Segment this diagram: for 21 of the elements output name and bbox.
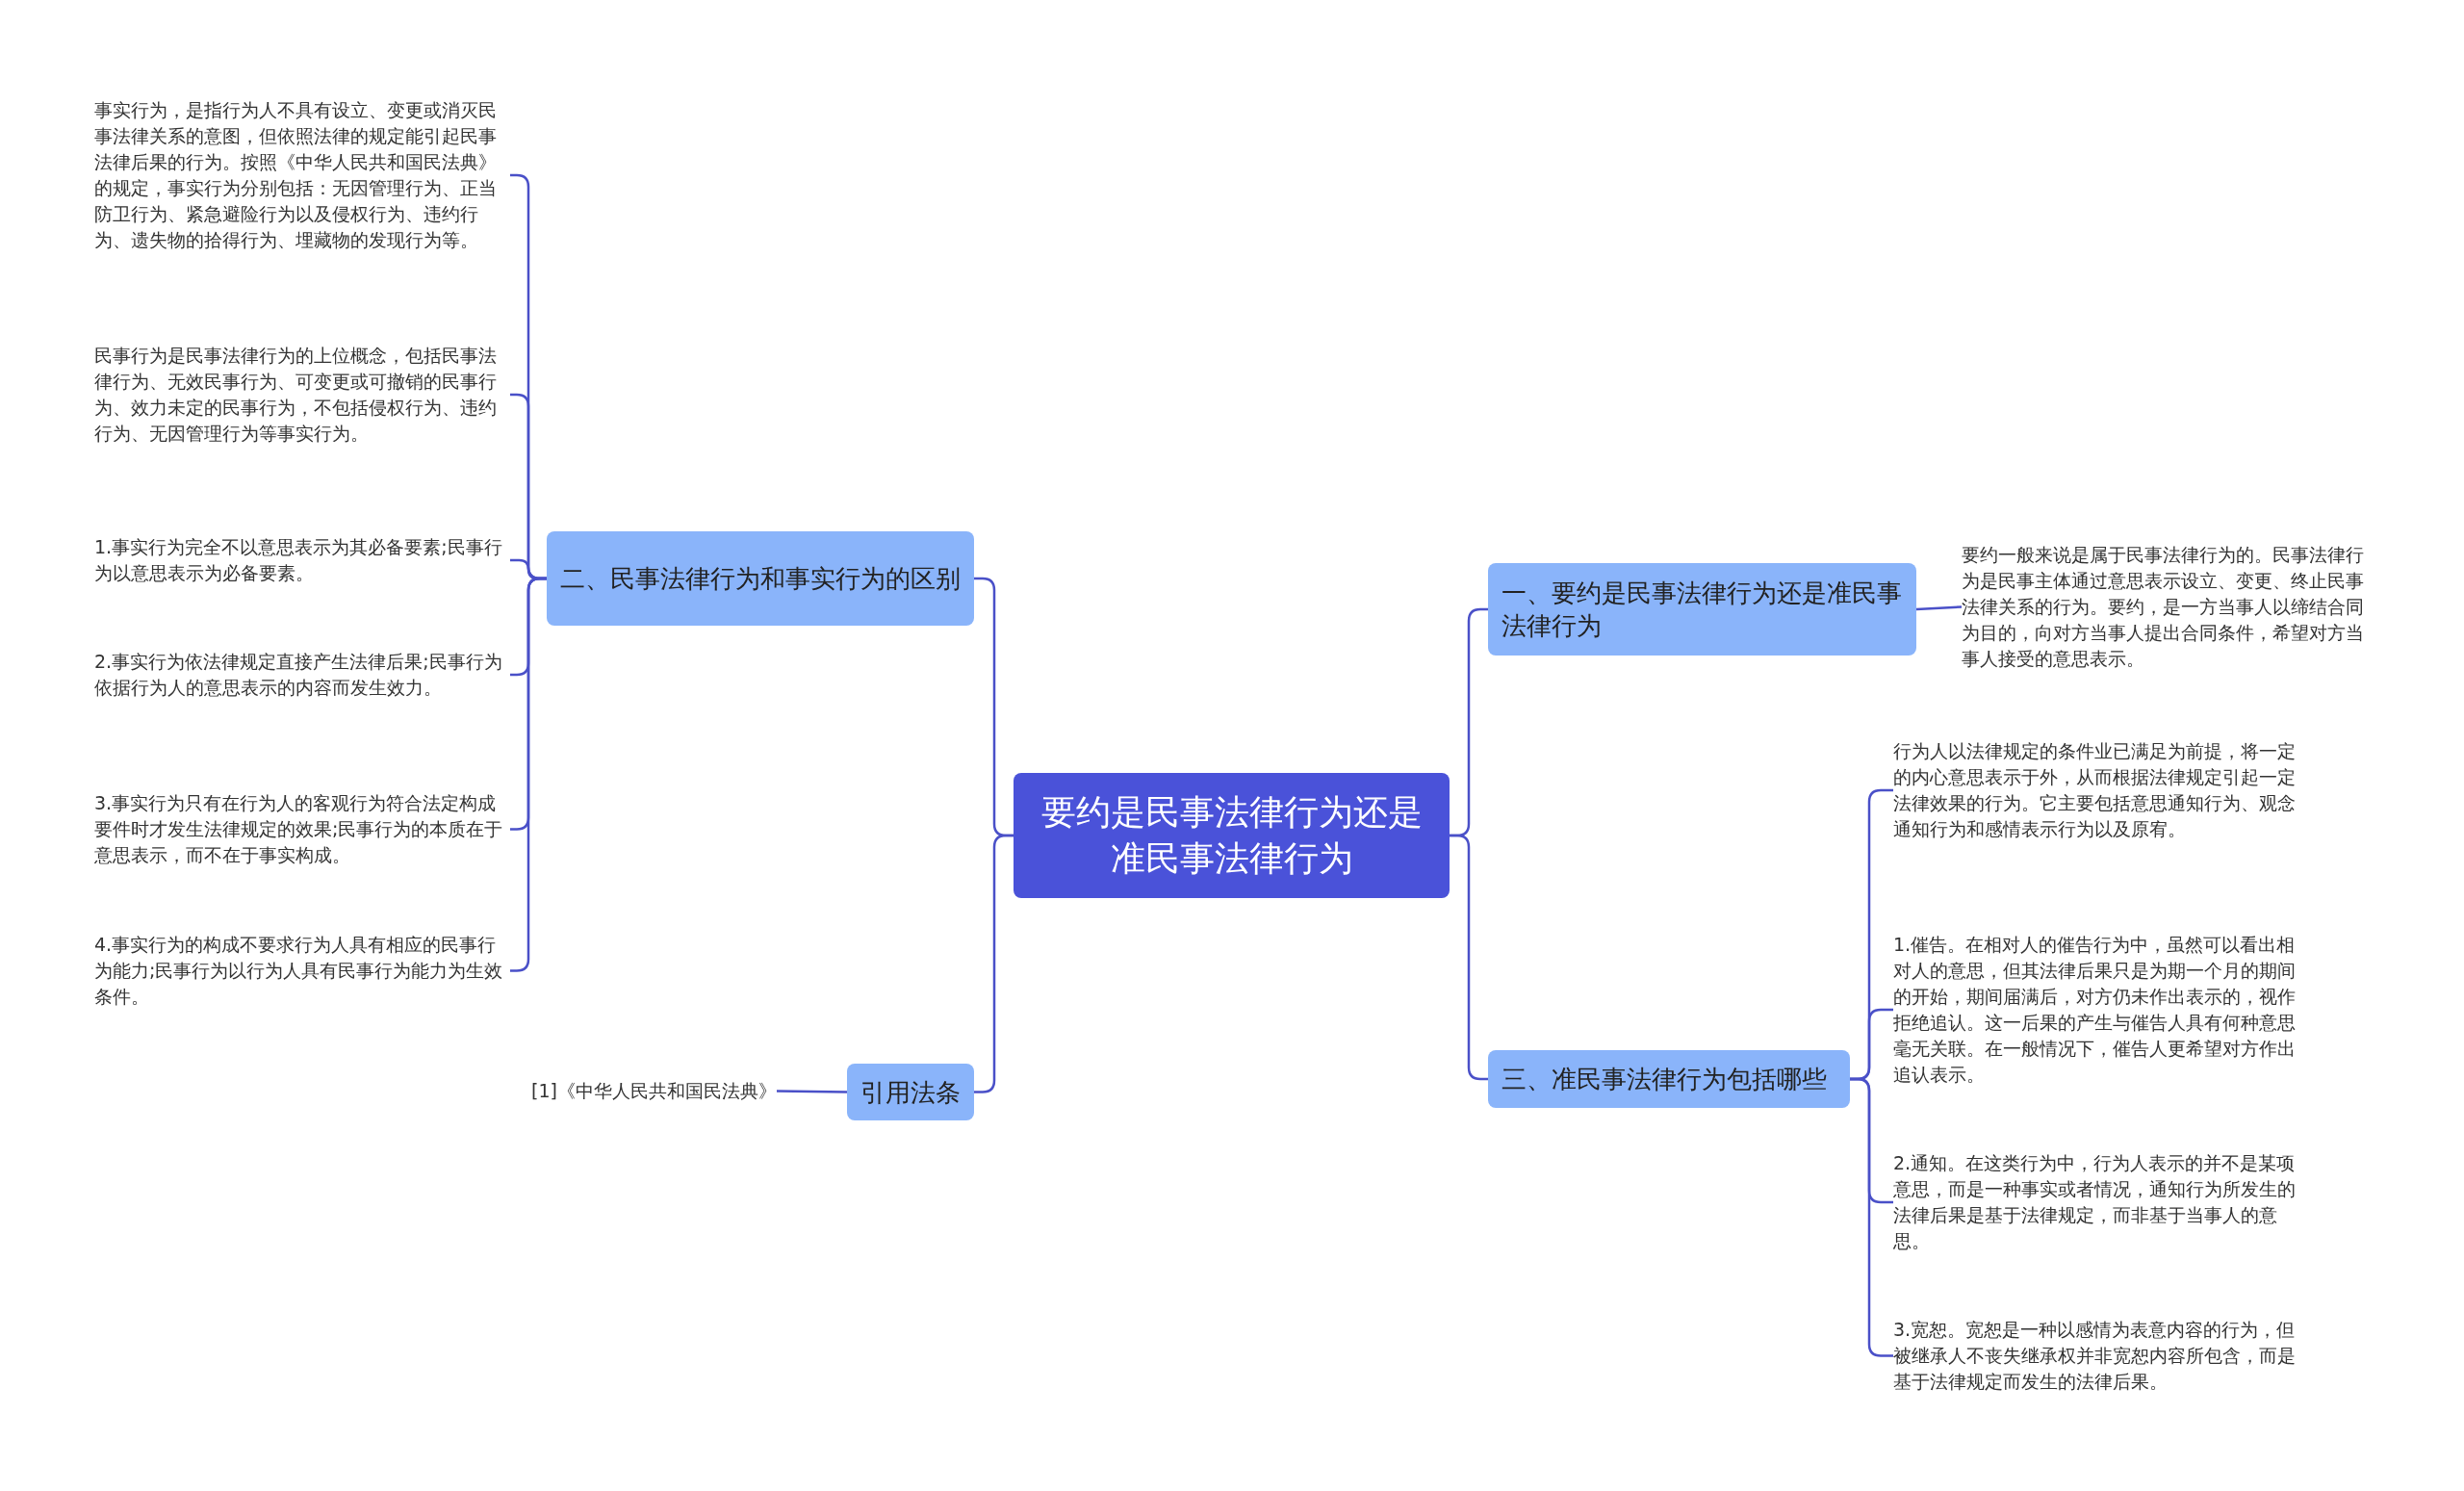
central-topic-box: 要约是民事法律行为还是准民事法律行为: [1014, 773, 1450, 898]
note-text: 1.事实行为完全不以意思表示为其必备要素;民事行为以意思表示为必备要素。: [94, 534, 510, 586]
note-text: 3.事实行为只有在行为人的客观行为符合法定构成要件时才发生法律规定的效果;民事行为的本质在于意思表示，而不在于事实构成。: [94, 790, 510, 868]
note-text: 2.通知。在这类行为中，行为人表示的并不是某项意思，而是一种事实或者情况，通知行为所发生的法律后果是基于法律规定，而非基于当事人的意思。: [1893, 1150, 2312, 1254]
connector-line: [1915, 605, 1963, 611]
note-text: 4.事实行为的构成不要求行为人具有相应的民事行为能力;民事行为以行为人具有民事行为能力为生效条件。: [94, 932, 510, 1010]
topic-box: 一、要约是民事法律行为还是准民事法律行为: [1488, 563, 1916, 656]
topic-box: 二、民事法律行为和事实行为的区别: [547, 531, 974, 626]
note-text: [1]《中华人民共和国民法典》: [531, 1078, 777, 1104]
topic-box: 三、准民事法律行为包括哪些: [1488, 1050, 1850, 1108]
note-text: 事实行为，是指行为人不具有设立、变更或消灭民事法律关系的意图，但依照法律的规定能引起民事法律后果的行为。按照《中华人民共和国民法典》的规定，事实行为分别包括：无因管理行为、正当防卫行为、紧急避险行为以及侵权行为、违约行为、遗失物的拾得行为、埋藏物的发现行为等。: [94, 97, 510, 253]
note-text: 1.催告。在相对人的催告行为中，虽然可以看出相对人的意思，但其法律后果只是为期一个月的期间的开始，期间届满后，对方仍未作出表示的，视作拒绝追认。这一后果的产生与催告人具有何种意思毫无关联。在一般情况下，催告人更希望对方作出追认表示。: [1893, 932, 2312, 1088]
note-text: 3.宽恕。宽恕是一种以感情为表意内容的行为，但被继承人不丧失继承权并非宽恕内容所包含，而是基于法律规定而发生的法律后果。: [1893, 1317, 2312, 1395]
note-text: 2.事实行为依法律规定直接产生法律后果;民事行为依据行为人的意思表示的内容而发生效力。: [94, 649, 510, 701]
topic-box: 引用法条: [847, 1064, 974, 1120]
note-text: 民事行为是民事法律行为的上位概念，包括民事法律行为、无效民事行为、可变更或可撤销的民事行为、效力未定的民事行为，不包括侵权行为、违约行为、无因管理行为等事实行为。: [94, 343, 510, 447]
note-text: 行为人以法律规定的条件业已满足为前提，将一定的内心意思表示于外，从而根据法律规定引起一定法律效果的行为。它主要包括意思通知行为、观念通知行为和感情表示行为以及原宥。: [1893, 738, 2312, 842]
connector-line: [777, 1090, 847, 1093]
connector-line: [974, 834, 1014, 1093]
note-text: 要约一般来说是属于民事法律行为的。民事法律行为是民事主体通过意思表示设立、变更、终止民事法律关系的行为。要约，是一方当事人以缔结合同为目的，向对方当事人提出合同条件，希望对方当事人接受的意思表示。: [1962, 542, 2375, 672]
connector-line: [1450, 834, 1488, 1081]
